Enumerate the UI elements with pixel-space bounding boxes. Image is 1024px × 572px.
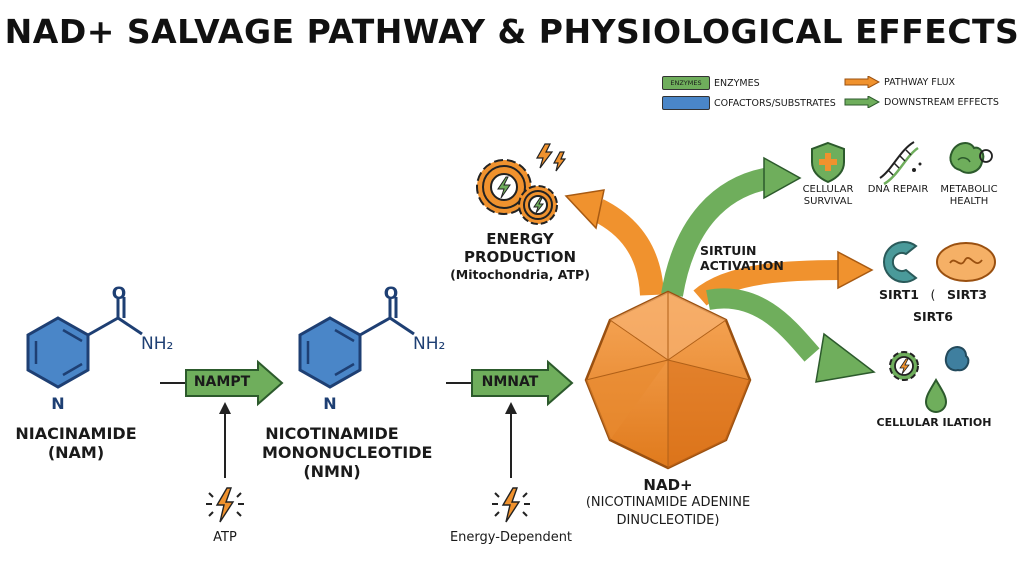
energy-production-label: ENERGY PRODUCTION (Mitochondria, ATP) xyxy=(440,230,600,284)
sirt1-icon xyxy=(883,241,918,283)
legend-enzymes: ENZYMES ENZYMES xyxy=(662,76,760,90)
shield-cross-icon xyxy=(811,141,845,184)
dna-repair-label: DNA REPAIR xyxy=(867,184,929,195)
flux-arrow-icon xyxy=(844,76,880,88)
nam-molecule xyxy=(26,297,143,389)
sirt3-label: SIRT3 xyxy=(947,287,987,302)
legend-cofactors: COFACTORS/SUBSTRATES xyxy=(662,96,836,110)
nampt-arrow xyxy=(185,359,284,407)
legend-cofactors-label: COFACTORS/SUBSTRATES xyxy=(714,97,836,109)
sirt6-label: SIRT6 xyxy=(913,309,953,324)
energy-line1: ENERGY xyxy=(486,230,554,248)
nad-heptagon xyxy=(584,290,752,470)
nmn-name-line1: NICOTINAMIDE xyxy=(265,424,399,443)
gears-icon xyxy=(476,143,567,225)
survival-line2: SURVIVAL xyxy=(803,196,853,207)
legend-downstream: DOWNSTREAM EFFECTS xyxy=(844,96,999,108)
sirt1-label: SIRT1 xyxy=(879,287,919,302)
atp-input-arrow xyxy=(219,402,231,478)
legend-enzymes-label: ENZYMES xyxy=(714,77,760,89)
page-title: NAD+ SALVAGE PATHWAY & PHYSIOLOGICAL EFF… xyxy=(4,12,1020,51)
nmn-nitrogen-atom: N xyxy=(323,394,337,413)
organ-icon xyxy=(949,142,993,174)
enzyme-swatch: ENZYMES xyxy=(662,76,710,90)
nam-amide-group: NH₂ xyxy=(141,334,174,354)
nam-label: NIACINAMIDE (NAM) xyxy=(6,424,146,462)
dna-icon xyxy=(879,141,922,186)
legend-flux: PATHWAY FLUX xyxy=(844,76,955,88)
nad-fullname-line1: (NICOTINAMIDE ADENINE xyxy=(585,495,751,510)
metabolic-label: METABOLIC HEALTH xyxy=(934,184,1004,208)
energy-input-arrow xyxy=(505,402,517,478)
metabolic-line1: METABOLIC xyxy=(940,184,998,195)
nam-oxygen-atom: O xyxy=(111,284,127,304)
nmnat-arrow xyxy=(471,359,574,407)
droplet-icon xyxy=(924,378,948,413)
nmnat-label: NMNAT xyxy=(481,374,539,390)
cellular-regulation-label: CELLULAR ILATIOH xyxy=(876,416,992,429)
gear-bolt-icon xyxy=(889,351,919,381)
legend-flux-label: PATHWAY FLUX xyxy=(884,76,956,88)
energy-line2: PRODUCTION xyxy=(463,248,577,266)
legend-downstream-label: DOWNSTREAM EFFECTS xyxy=(884,96,999,108)
energy-line3: (Mitochondria, ATP) xyxy=(450,267,590,282)
atp-label: ATP xyxy=(213,530,237,545)
survival-line1: CELLULAR xyxy=(802,184,854,195)
nam-abbrev: (NAM) xyxy=(47,443,105,462)
nmn-amide-group: NH₂ xyxy=(413,334,446,354)
sirtuin-activation-label: SIRTUIN ACTIVATION xyxy=(700,243,784,273)
energy-dependent-label: Energy-Dependent xyxy=(449,530,573,545)
cofactor-swatch xyxy=(662,96,710,110)
nmn-molecule xyxy=(298,297,415,389)
downstream-arrow-icon xyxy=(844,96,880,108)
lightning-icon xyxy=(206,487,244,523)
nmn-oxygen-atom: O xyxy=(383,284,399,304)
effect-arrow-cellular xyxy=(706,288,876,383)
sirt-separator: ( xyxy=(930,287,936,302)
survival-label: CELLULAR SURVIVAL xyxy=(792,184,864,208)
nam-name: NIACINAMIDE xyxy=(15,424,137,443)
protein-icon xyxy=(944,346,970,372)
flux-arrow-energy xyxy=(564,189,664,296)
effect-arrow-survival xyxy=(661,156,802,297)
nampt-label: NAMPT xyxy=(193,374,251,390)
nad-name: NAD+ xyxy=(643,476,693,494)
nmn-abbrev: (NMN) xyxy=(303,462,361,481)
nad-label: NAD+ (NICOTINAMIDE ADENINE DINUCLEOTIDE) xyxy=(578,476,758,530)
metabolic-line2: HEALTH xyxy=(949,196,989,207)
nmn-label: NICOTINAMIDE MONONUCLEOTIDE (NMN) xyxy=(262,424,433,481)
nmn-name-line2: MONONUCLEOTIDE xyxy=(262,443,433,462)
nam-nitrogen-atom: N xyxy=(51,394,65,413)
lightning-icon xyxy=(492,487,530,523)
nad-fullname-line2: DINUCLEOTIDE) xyxy=(616,513,720,528)
sirt3-icon xyxy=(936,242,996,282)
